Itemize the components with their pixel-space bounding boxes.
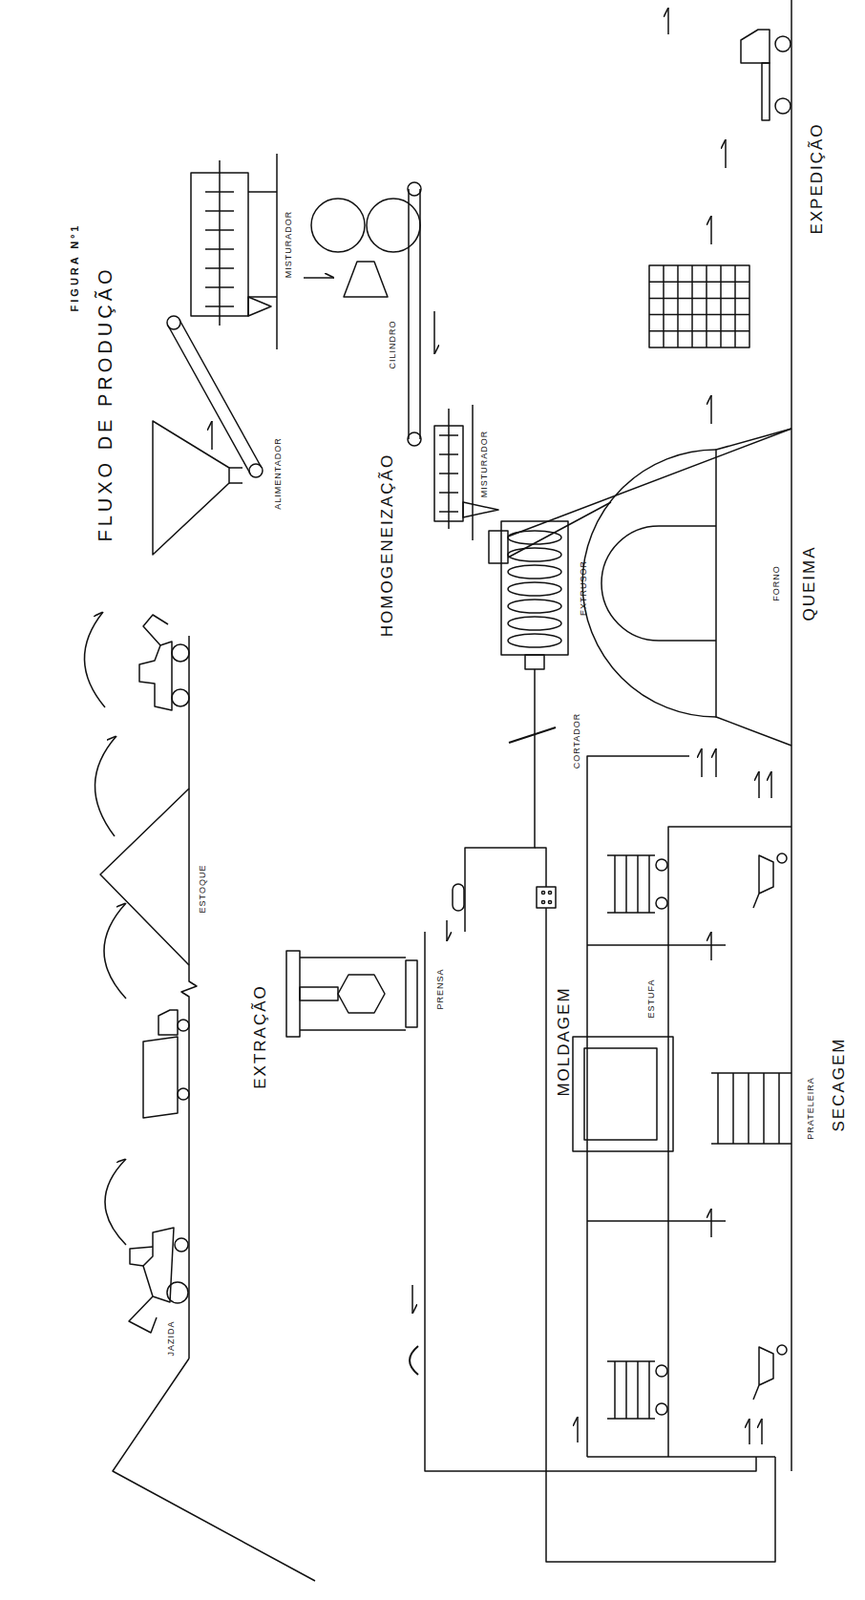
transfer-belt xyxy=(407,182,422,446)
stage-label: MOLDAGEM xyxy=(555,986,574,1097)
stage-label: EXPEDIÇÃO xyxy=(808,122,827,234)
wheelbarrow xyxy=(753,1345,787,1400)
part-label: MISTURADOR xyxy=(284,210,295,279)
dump-truck xyxy=(143,1010,190,1119)
mixer xyxy=(190,153,277,350)
stage-label: HOMOGENEIZAÇÃO xyxy=(379,453,398,637)
part-label: ESTUFA xyxy=(647,978,657,1018)
figure-number: FIGURA Nº1 xyxy=(68,223,81,313)
extrudate-line xyxy=(534,847,547,887)
tile-route xyxy=(424,1065,757,1472)
wheelbarrow xyxy=(753,853,787,908)
stage-label: EXTRAÇÃO xyxy=(252,984,271,1090)
part-label: ALIMENTADOR xyxy=(274,437,284,509)
extrudate-line xyxy=(464,669,535,932)
hopper-spout xyxy=(229,467,243,484)
brick xyxy=(536,886,556,908)
deposit-hill xyxy=(112,1358,316,1582)
part-label: MISTURADOR xyxy=(480,430,490,499)
distribution-line xyxy=(587,1455,776,1458)
kiln xyxy=(488,428,792,746)
part-label: CILINDRO xyxy=(388,319,399,369)
clay-slug xyxy=(452,884,465,911)
stage-label: QUEIMA xyxy=(801,545,820,621)
feeder-belt xyxy=(167,316,263,478)
drying-shelf xyxy=(711,1073,792,1144)
part-label: FORNO xyxy=(772,565,782,602)
drying-cart xyxy=(607,855,668,913)
press xyxy=(286,931,425,1066)
roof-tile xyxy=(409,1346,419,1375)
part-label: EXTRUSOR xyxy=(579,560,590,616)
ground-line xyxy=(181,635,197,1359)
flow-arc xyxy=(105,1159,127,1245)
drying-lane xyxy=(668,826,792,1457)
flow-arrows xyxy=(211,7,772,1445)
excavator xyxy=(128,1227,189,1333)
roller xyxy=(366,198,421,253)
part-label: JAZIDA xyxy=(167,1320,177,1356)
flow-arc xyxy=(104,903,127,999)
roller-feed-hopper xyxy=(343,261,388,297)
roller xyxy=(311,198,365,253)
dryer xyxy=(572,1036,674,1152)
part-label: PRENSA xyxy=(436,968,446,1010)
flow-arrow xyxy=(303,276,335,279)
drying-cart xyxy=(607,1361,668,1419)
delivery-truck xyxy=(740,29,791,121)
flow-arc xyxy=(84,611,106,708)
brick-pallet xyxy=(649,265,750,348)
loader xyxy=(139,614,190,711)
feed-hopper xyxy=(152,421,230,555)
stage-label: SECAGEM xyxy=(830,1036,849,1132)
brick-route xyxy=(546,907,776,1562)
ground-line xyxy=(790,0,793,1472)
cutter-wire xyxy=(508,727,556,743)
part-label: ESTOQUE xyxy=(198,865,209,914)
brick-pallet-grid xyxy=(649,265,750,348)
drying-lane xyxy=(587,756,690,1457)
mixer xyxy=(434,404,499,541)
stock-pile xyxy=(100,788,190,966)
part-label: CORTADOR xyxy=(572,713,583,770)
diagram-title: FLUXO DE PRODUÇÃO xyxy=(94,265,116,542)
flow-arc xyxy=(94,736,117,837)
part-label: PRATELEIRA xyxy=(806,1076,817,1140)
